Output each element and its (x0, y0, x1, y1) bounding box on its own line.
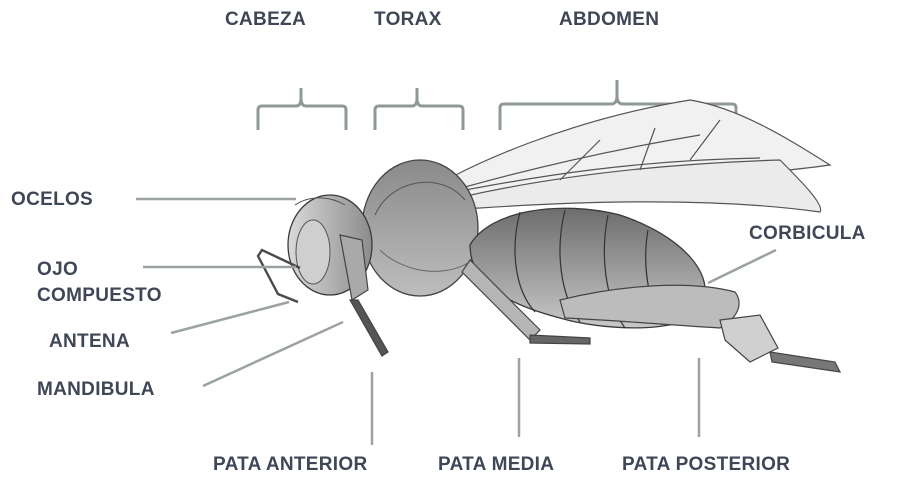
label-pata-media: PATA MEDIA (438, 454, 554, 476)
label-abdomen: ABDOMEN (559, 9, 659, 31)
bracket-cabeza (258, 88, 346, 130)
label-pata-anterior: PATA ANTERIOR (213, 454, 367, 476)
label-ojo-line1: OJO (37, 259, 78, 281)
label-antena: ANTENA (49, 331, 130, 353)
label-cabeza: CABEZA (225, 9, 306, 31)
bee-thorax (362, 160, 478, 296)
label-ocelos: OCELOS (11, 189, 93, 211)
label-mandibula: MANDIBULA (37, 379, 155, 401)
leader-corbicula (708, 250, 776, 283)
label-corbicula: CORBICULA (749, 223, 866, 245)
label-ojo-line2: COMPUESTO (37, 285, 162, 307)
label-pata-posterior: PATA POSTERIOR (622, 454, 790, 476)
label-torax: TORAX (374, 9, 442, 31)
leader-mandibula (203, 322, 343, 386)
bracket-torax (375, 88, 463, 130)
leader-antena (171, 302, 289, 333)
